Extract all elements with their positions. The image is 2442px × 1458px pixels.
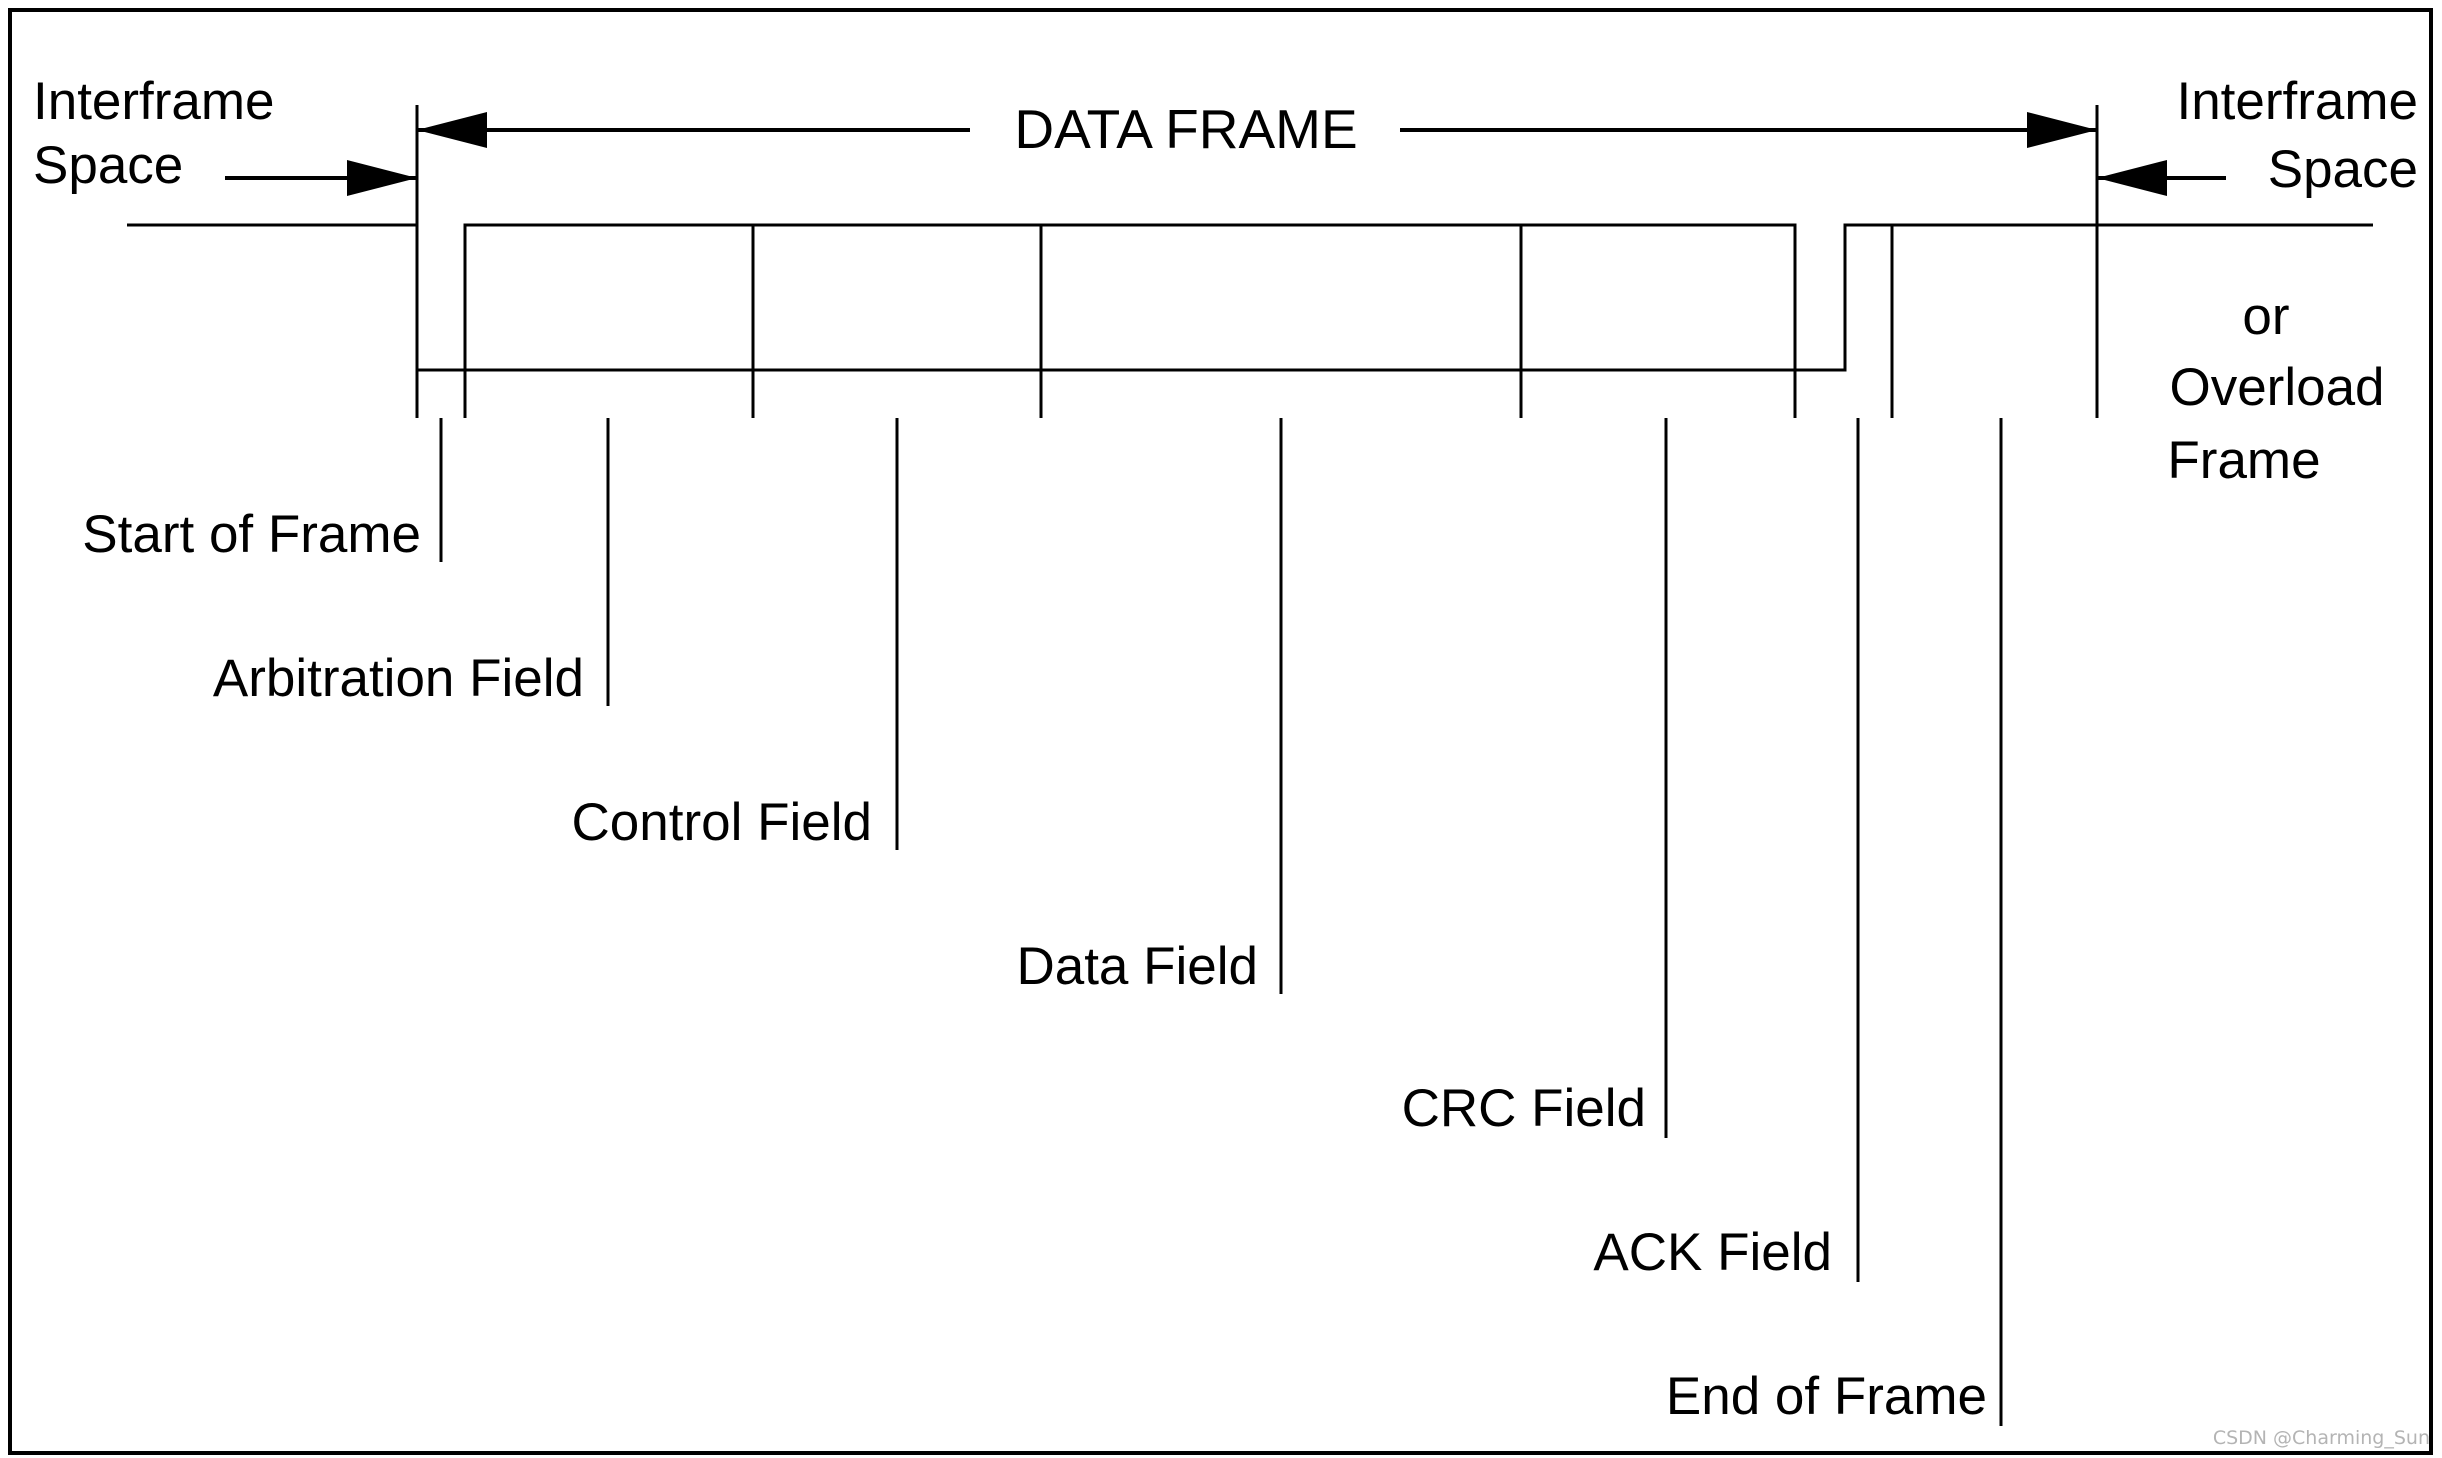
end-of-frame-label: End of Frame [1666, 1367, 1987, 1426]
ack-field-label: ACK Field [1593, 1223, 1832, 1282]
right-interframe-label-2: Space [2268, 140, 2418, 199]
crc-field-label: CRC Field [1402, 1079, 1646, 1138]
watermark-text: CSDN @Charming_Sun [2213, 1427, 2430, 1449]
outer-border [8, 8, 2433, 1455]
right-frame-label: Frame [2167, 431, 2320, 490]
right-interframe-label-1: Interframe [2176, 72, 2418, 131]
data-frame-title: DATA FRAME [1014, 98, 1357, 160]
field-leaders [439, 418, 2003, 1426]
data-field-label: Data Field [1016, 937, 1258, 996]
arbitration-field-label: Arbitration Field [213, 649, 584, 708]
start-of-frame-label: Start of Frame [82, 505, 421, 564]
right-overload-label: Overload [2169, 358, 2384, 417]
left-interframe-label-1: Interframe [33, 72, 275, 131]
control-field-label: Control Field [572, 793, 872, 852]
right-or-label: or [2242, 287, 2289, 346]
field-boundaries [415, 105, 2099, 418]
left-interframe-label-2: Space [33, 136, 183, 195]
